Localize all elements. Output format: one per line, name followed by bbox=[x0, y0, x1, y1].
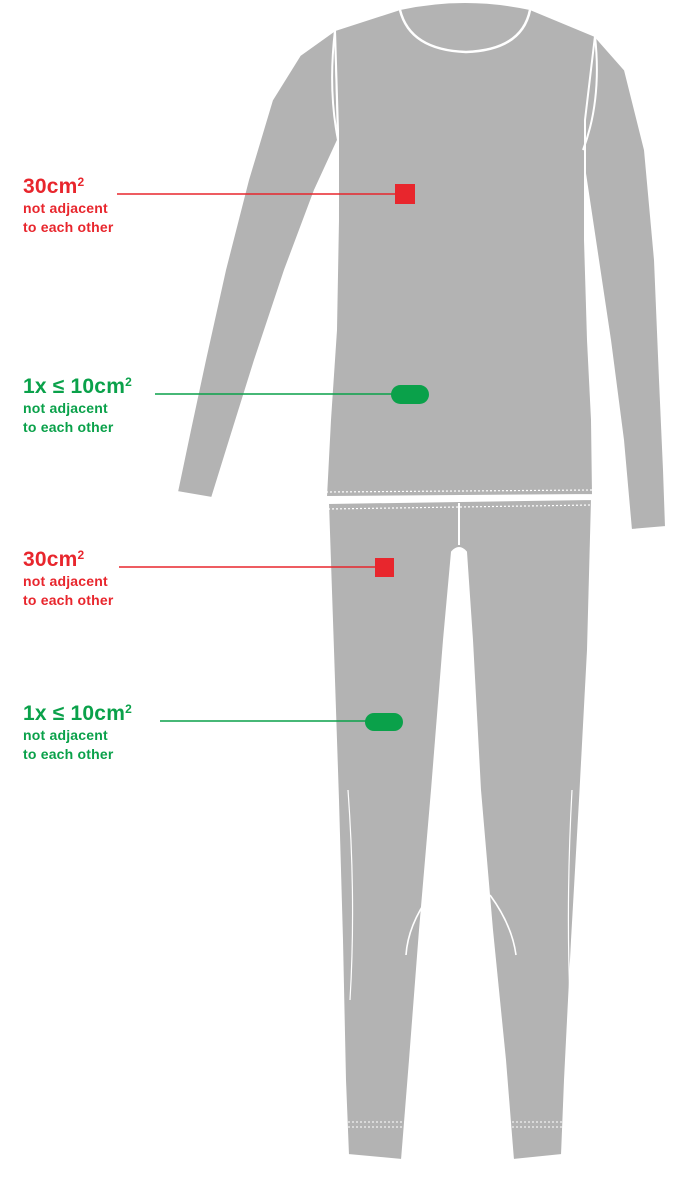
pants-red-note-line2: to each other bbox=[23, 591, 114, 610]
pants-green-note-line1: not adjacent bbox=[23, 726, 132, 745]
pants-green-pill-marker bbox=[365, 713, 403, 731]
shirt-red-square-marker bbox=[395, 184, 415, 204]
shirt-green-pill-marker bbox=[391, 385, 429, 404]
pants bbox=[328, 499, 592, 1160]
shirt-red-note-line2: to each other bbox=[23, 218, 114, 237]
shirt-green-note-line1: not adjacent bbox=[23, 399, 132, 418]
pants-body bbox=[328, 499, 592, 1160]
shirt-red-area-label: 30cm2 bbox=[23, 175, 114, 199]
shirt-red-annotation: 30cm2 not adjacent to each other bbox=[23, 175, 114, 237]
pants-green-area-label: 1x ≤ 10cm2 bbox=[23, 702, 132, 726]
shirt bbox=[177, 2, 666, 530]
pants-red-annotation: 30cm2 not adjacent to each other bbox=[23, 548, 114, 610]
shirt-green-annotation: 1x ≤ 10cm2 not adjacent to each other bbox=[23, 375, 132, 437]
shirt-green-area-label: 1x ≤ 10cm2 bbox=[23, 375, 132, 399]
shirt-green-note-line2: to each other bbox=[23, 418, 132, 437]
pants-green-note-line2: to each other bbox=[23, 745, 132, 764]
pants-red-note-line1: not adjacent bbox=[23, 572, 114, 591]
pants-red-square-marker bbox=[375, 558, 394, 577]
shirt-left-sleeve bbox=[177, 30, 338, 498]
shirt-torso bbox=[326, 2, 595, 497]
pants-green-annotation: 1x ≤ 10cm2 not adjacent to each other bbox=[23, 702, 132, 764]
pants-red-area-label: 30cm2 bbox=[23, 548, 114, 572]
shirt-red-note-line1: not adjacent bbox=[23, 199, 114, 218]
